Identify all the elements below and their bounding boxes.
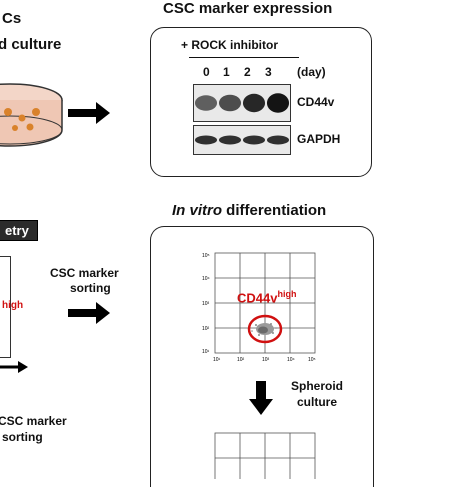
marker-panel-title: CSC marker expression bbox=[163, 0, 333, 17]
marker-panel: + ROCK inhibitor 0 1 2 3 (day) CD44v GAP… bbox=[150, 27, 372, 177]
bottom-sorting-line-1: CSC marker bbox=[0, 414, 67, 428]
gapdh-blot bbox=[193, 125, 291, 155]
left-gate-label: high bbox=[2, 300, 24, 311]
sorting-line-2: sorting bbox=[70, 281, 111, 295]
gate-main: CD44v bbox=[237, 290, 278, 306]
y-tick-3: 10³ bbox=[202, 301, 210, 307]
cd44v-high-gate-label: CD44vhigh bbox=[237, 289, 296, 305]
treatment-label: + ROCK inhibitor bbox=[181, 38, 278, 52]
day-3: 3 bbox=[265, 65, 272, 79]
flow-plot-bottom bbox=[214, 432, 316, 479]
sorting-line-1: CSC marker bbox=[50, 266, 119, 280]
petri-dish-illustration bbox=[0, 83, 63, 147]
diff-panel: 10⁵ 10⁴ 10³ 10² 10¹ 10¹ 10² 10³ 10⁴ 10⁵ … bbox=[150, 226, 374, 487]
left-top-label-1: Cs bbox=[2, 10, 22, 27]
day-1: 1 bbox=[223, 65, 230, 79]
treatment-line bbox=[189, 57, 299, 58]
blot-band bbox=[218, 135, 242, 145]
blot-band bbox=[194, 135, 218, 145]
x-tick-5: 10⁵ bbox=[308, 357, 316, 363]
blot-band bbox=[266, 93, 290, 113]
x-tick-2: 10² bbox=[237, 357, 245, 363]
gapdh-label: GAPDH bbox=[297, 132, 341, 146]
diff-title-rest: differentiation bbox=[222, 202, 327, 219]
blot-band bbox=[218, 94, 242, 112]
arrow-right-icon-2 bbox=[68, 302, 110, 324]
y-tick-4: 10² bbox=[202, 326, 210, 332]
diff-title-italic: In vitro bbox=[172, 202, 223, 219]
left-flow-plot-frame bbox=[0, 256, 11, 358]
bottom-sorting-line-2: sorting bbox=[2, 430, 43, 444]
flow-cytometry-tab: etry bbox=[0, 220, 38, 241]
arrow-right-icon bbox=[68, 102, 110, 124]
spheroid-line-1: Spheroid bbox=[291, 379, 344, 393]
x-tick-1: 10¹ bbox=[213, 357, 221, 363]
day-unit: (day) bbox=[297, 65, 326, 79]
blot-band bbox=[242, 135, 266, 145]
day-0: 0 bbox=[203, 65, 210, 79]
x-tick-3: 10³ bbox=[262, 357, 270, 363]
y-tick-5: 10¹ bbox=[202, 349, 210, 355]
gate-sup: high bbox=[277, 289, 297, 299]
axis-arrow-icon bbox=[0, 361, 28, 373]
spheroid-line-2: culture bbox=[297, 395, 338, 409]
blot-band bbox=[194, 95, 218, 111]
cd44v-blot bbox=[193, 84, 291, 122]
x-tick-4: 10⁴ bbox=[287, 357, 295, 363]
left-top-label-2: d culture bbox=[0, 36, 62, 53]
arrow-down-icon bbox=[249, 381, 273, 415]
day-2: 2 bbox=[244, 65, 251, 79]
blot-band bbox=[266, 135, 290, 145]
y-tick-1: 10⁵ bbox=[202, 253, 210, 259]
flow-plot-top: 10⁵ 10⁴ 10³ 10² 10¹ 10¹ 10² 10³ 10⁴ 10⁵ bbox=[202, 252, 316, 363]
diff-panel-title: In vitro differentiation bbox=[172, 202, 326, 219]
cd44v-label: CD44v bbox=[297, 95, 335, 109]
y-tick-2: 10⁴ bbox=[202, 276, 210, 282]
gate-circle bbox=[247, 314, 283, 344]
blot-band bbox=[242, 93, 266, 113]
